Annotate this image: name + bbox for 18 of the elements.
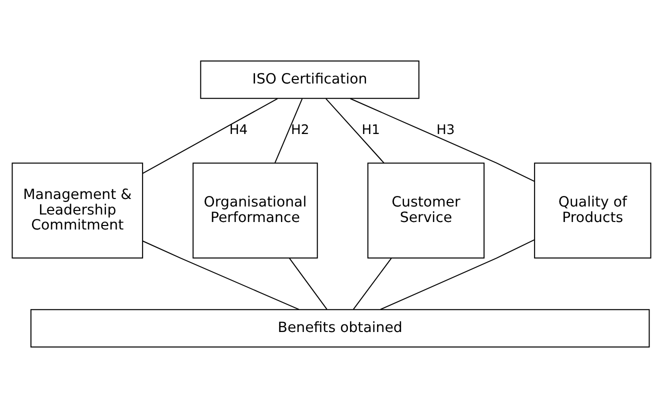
connector (274, 98, 303, 163)
connector (353, 258, 392, 310)
node-box: Management & Leadership Commitment (12, 162, 144, 258)
edge-label: H4 (229, 122, 248, 138)
edge-label: H2 (291, 122, 310, 138)
connector (142, 98, 278, 174)
connector (326, 98, 384, 163)
connector (142, 240, 300, 310)
edge-label: H1 (362, 122, 380, 138)
node-box: Organisational Performance (192, 162, 318, 258)
connector (350, 98, 535, 182)
edge-label: H3 (436, 122, 455, 138)
node-box: Quality of Products (534, 162, 652, 258)
connector (289, 258, 328, 310)
connector (380, 238, 535, 310)
node-box: Customer Service (367, 162, 485, 258)
node-box: Benefits obtained (30, 308, 650, 347)
node-box: ISO Certification (200, 60, 420, 98)
